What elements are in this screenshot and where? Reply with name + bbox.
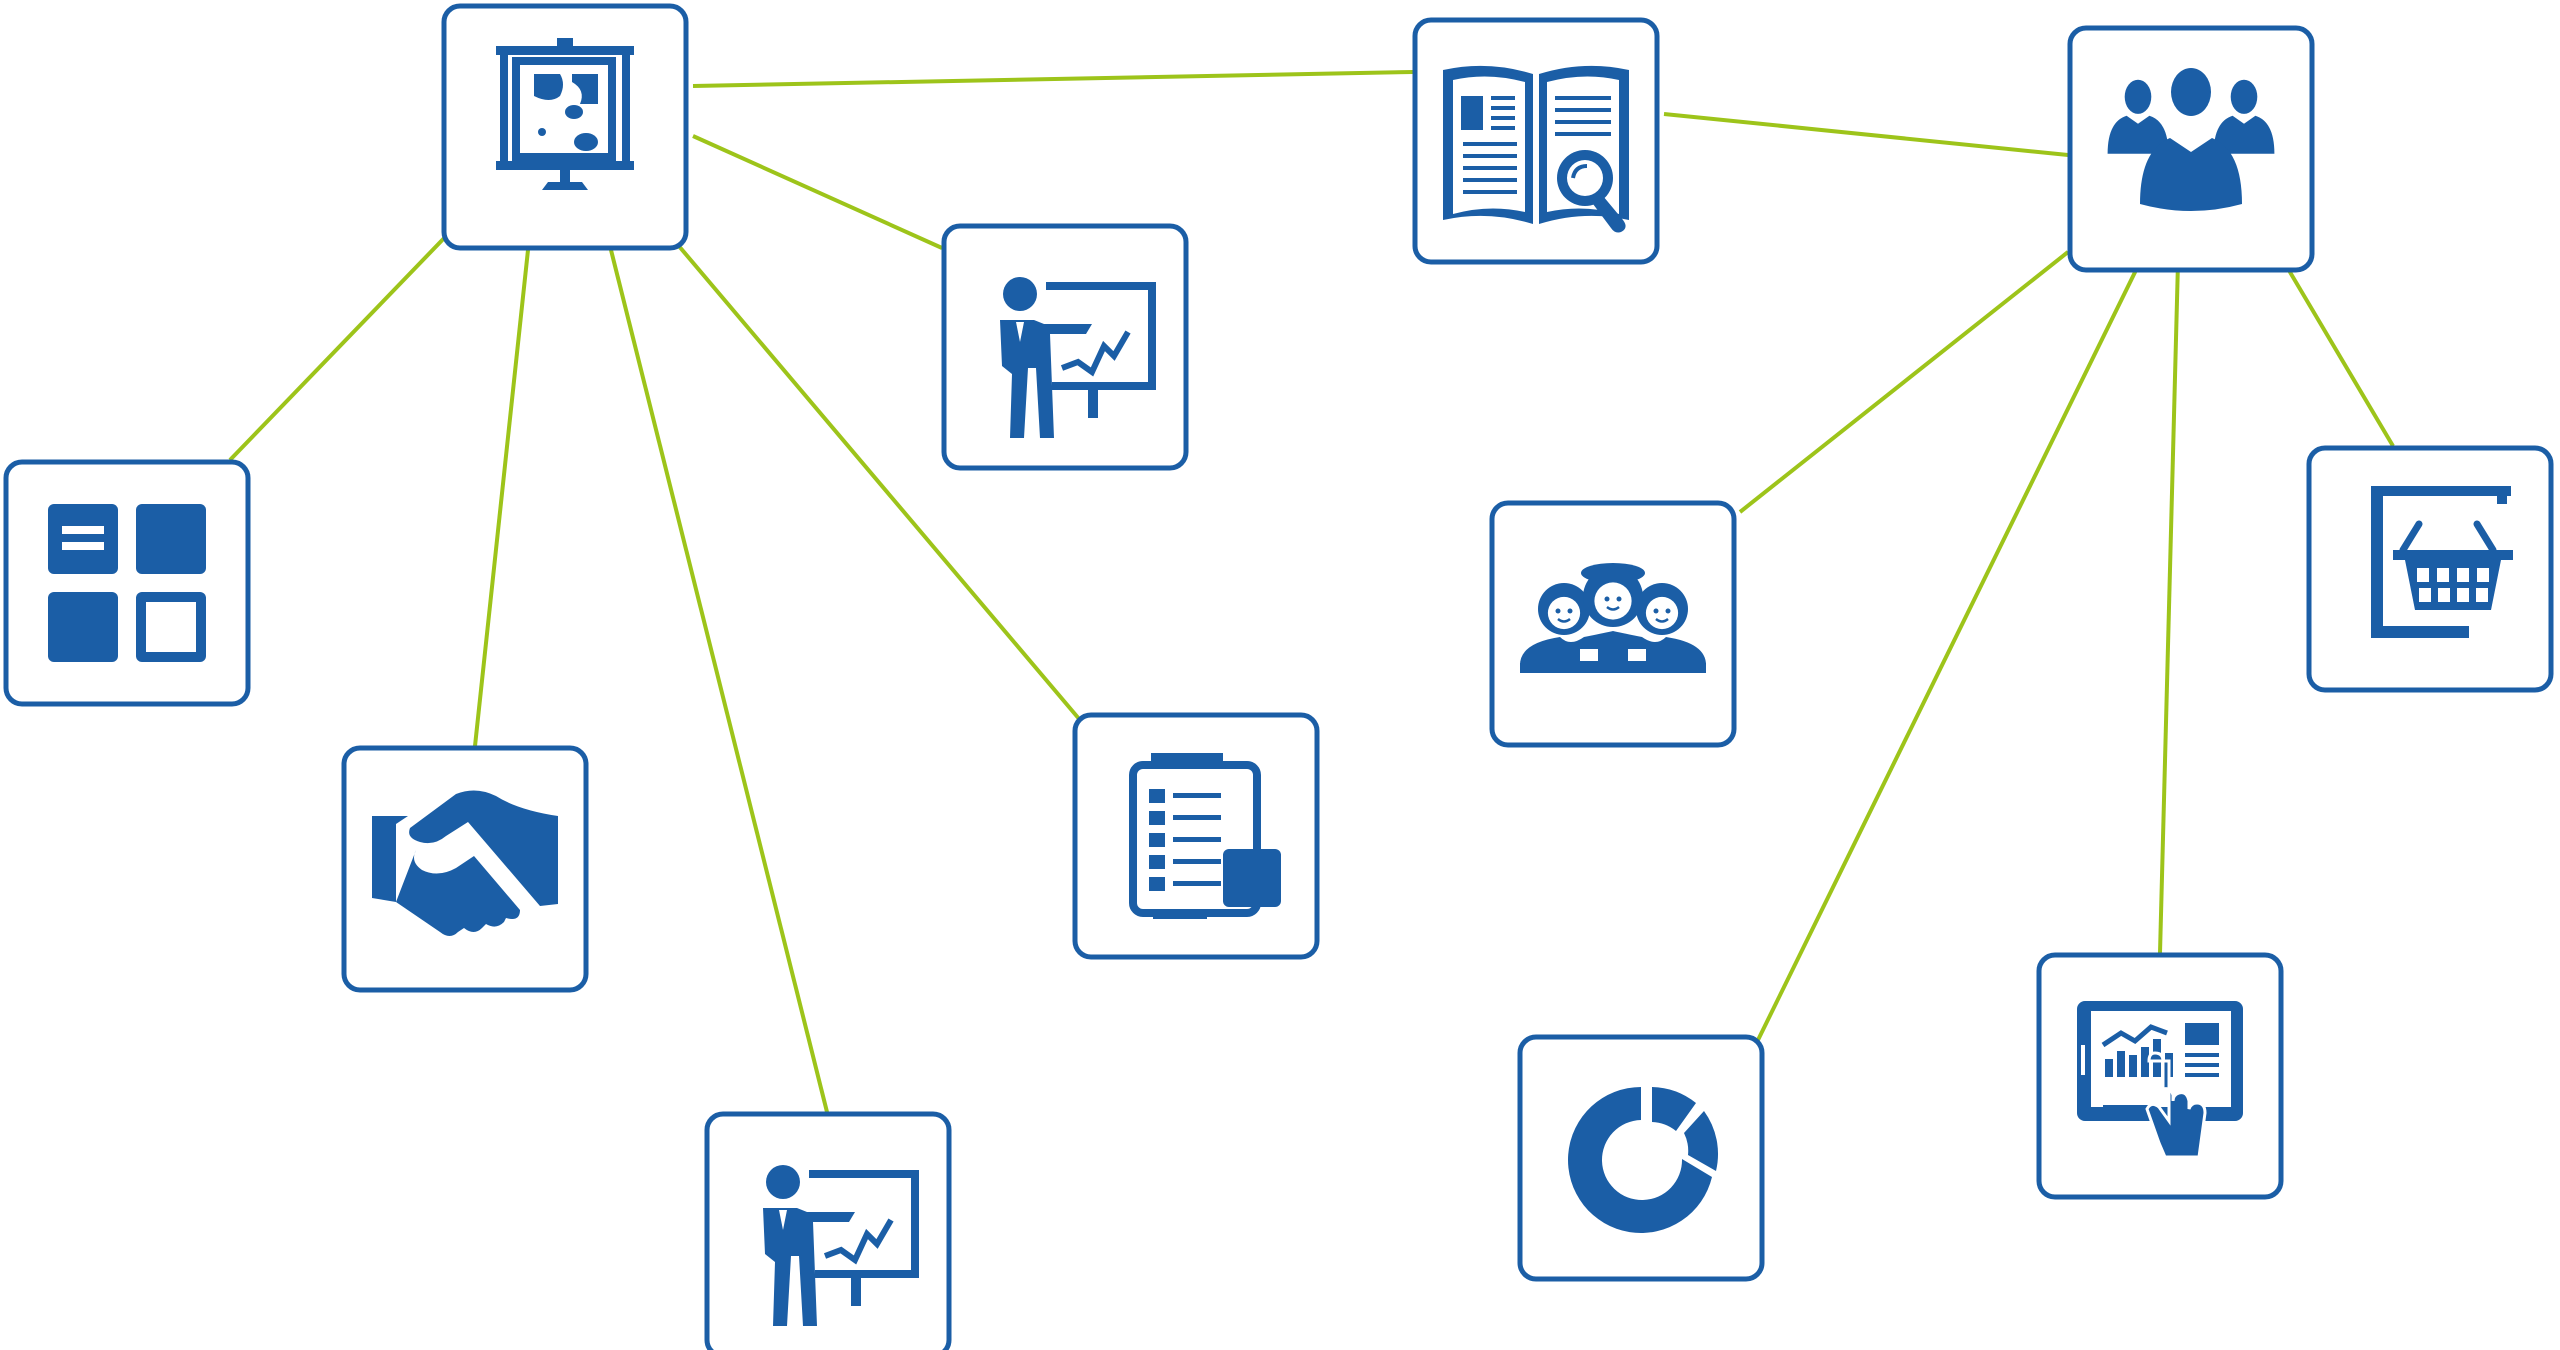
users-icon [2107, 68, 2275, 211]
edge-easel-presentation-to-presenter-bottom [609, 249, 829, 1113]
node-user-group [2067, 25, 2315, 273]
node-open-book-search [1412, 17, 1660, 265]
clipboard-icon [1129, 753, 1281, 919]
node-presenter-bottom [704, 1111, 952, 1350]
node-presenter-top [941, 223, 1189, 471]
edge-easel-presentation-to-presenter-top [692, 134, 943, 250]
basket-icon [2371, 486, 2513, 638]
node-touch-dashboard [2036, 952, 2284, 1200]
node-handshake [341, 745, 589, 993]
node-easel-presentation [441, 3, 689, 251]
node-donut-chart [1517, 1034, 1765, 1282]
node-team-portrait [1489, 500, 1737, 748]
tablet-touch-icon [2077, 1001, 2243, 1159]
node-shopping-basket [2306, 445, 2554, 693]
node-frame [3, 459, 251, 707]
presenter-icon [1000, 277, 1156, 438]
easel-icon [496, 38, 634, 190]
edge-easel-presentation-to-open-book-search [692, 70, 1414, 88]
edge-open-book-search-to-user-group [1663, 112, 2069, 157]
handshake-icon [372, 790, 558, 936]
edge-user-group-to-team-portrait [1738, 250, 2070, 514]
node-clipboard-checklist [1072, 712, 1320, 960]
icon-nodes [3, 3, 2554, 1350]
edge-easel-presentation-to-tiles [228, 230, 452, 462]
node-tiles [3, 459, 251, 707]
connection-lines [228, 70, 2395, 1113]
book-magnifier-icon [1443, 65, 1629, 233]
edge-user-group-to-donut-chart [1756, 261, 2142, 1041]
edge-easel-presentation-to-handshake [473, 249, 530, 747]
edge-easel-presentation-to-clipboard-checklist [665, 230, 1082, 722]
edge-user-group-to-shopping-basket [2282, 260, 2395, 448]
presenter-icon [763, 1165, 919, 1326]
donut-chart-icon [1568, 1087, 1719, 1233]
tiles-icon [48, 504, 206, 662]
team-icon [1520, 563, 1706, 673]
node-frame [1517, 1034, 1765, 1282]
edge-user-group-to-touch-dashboard [2158, 261, 2180, 954]
